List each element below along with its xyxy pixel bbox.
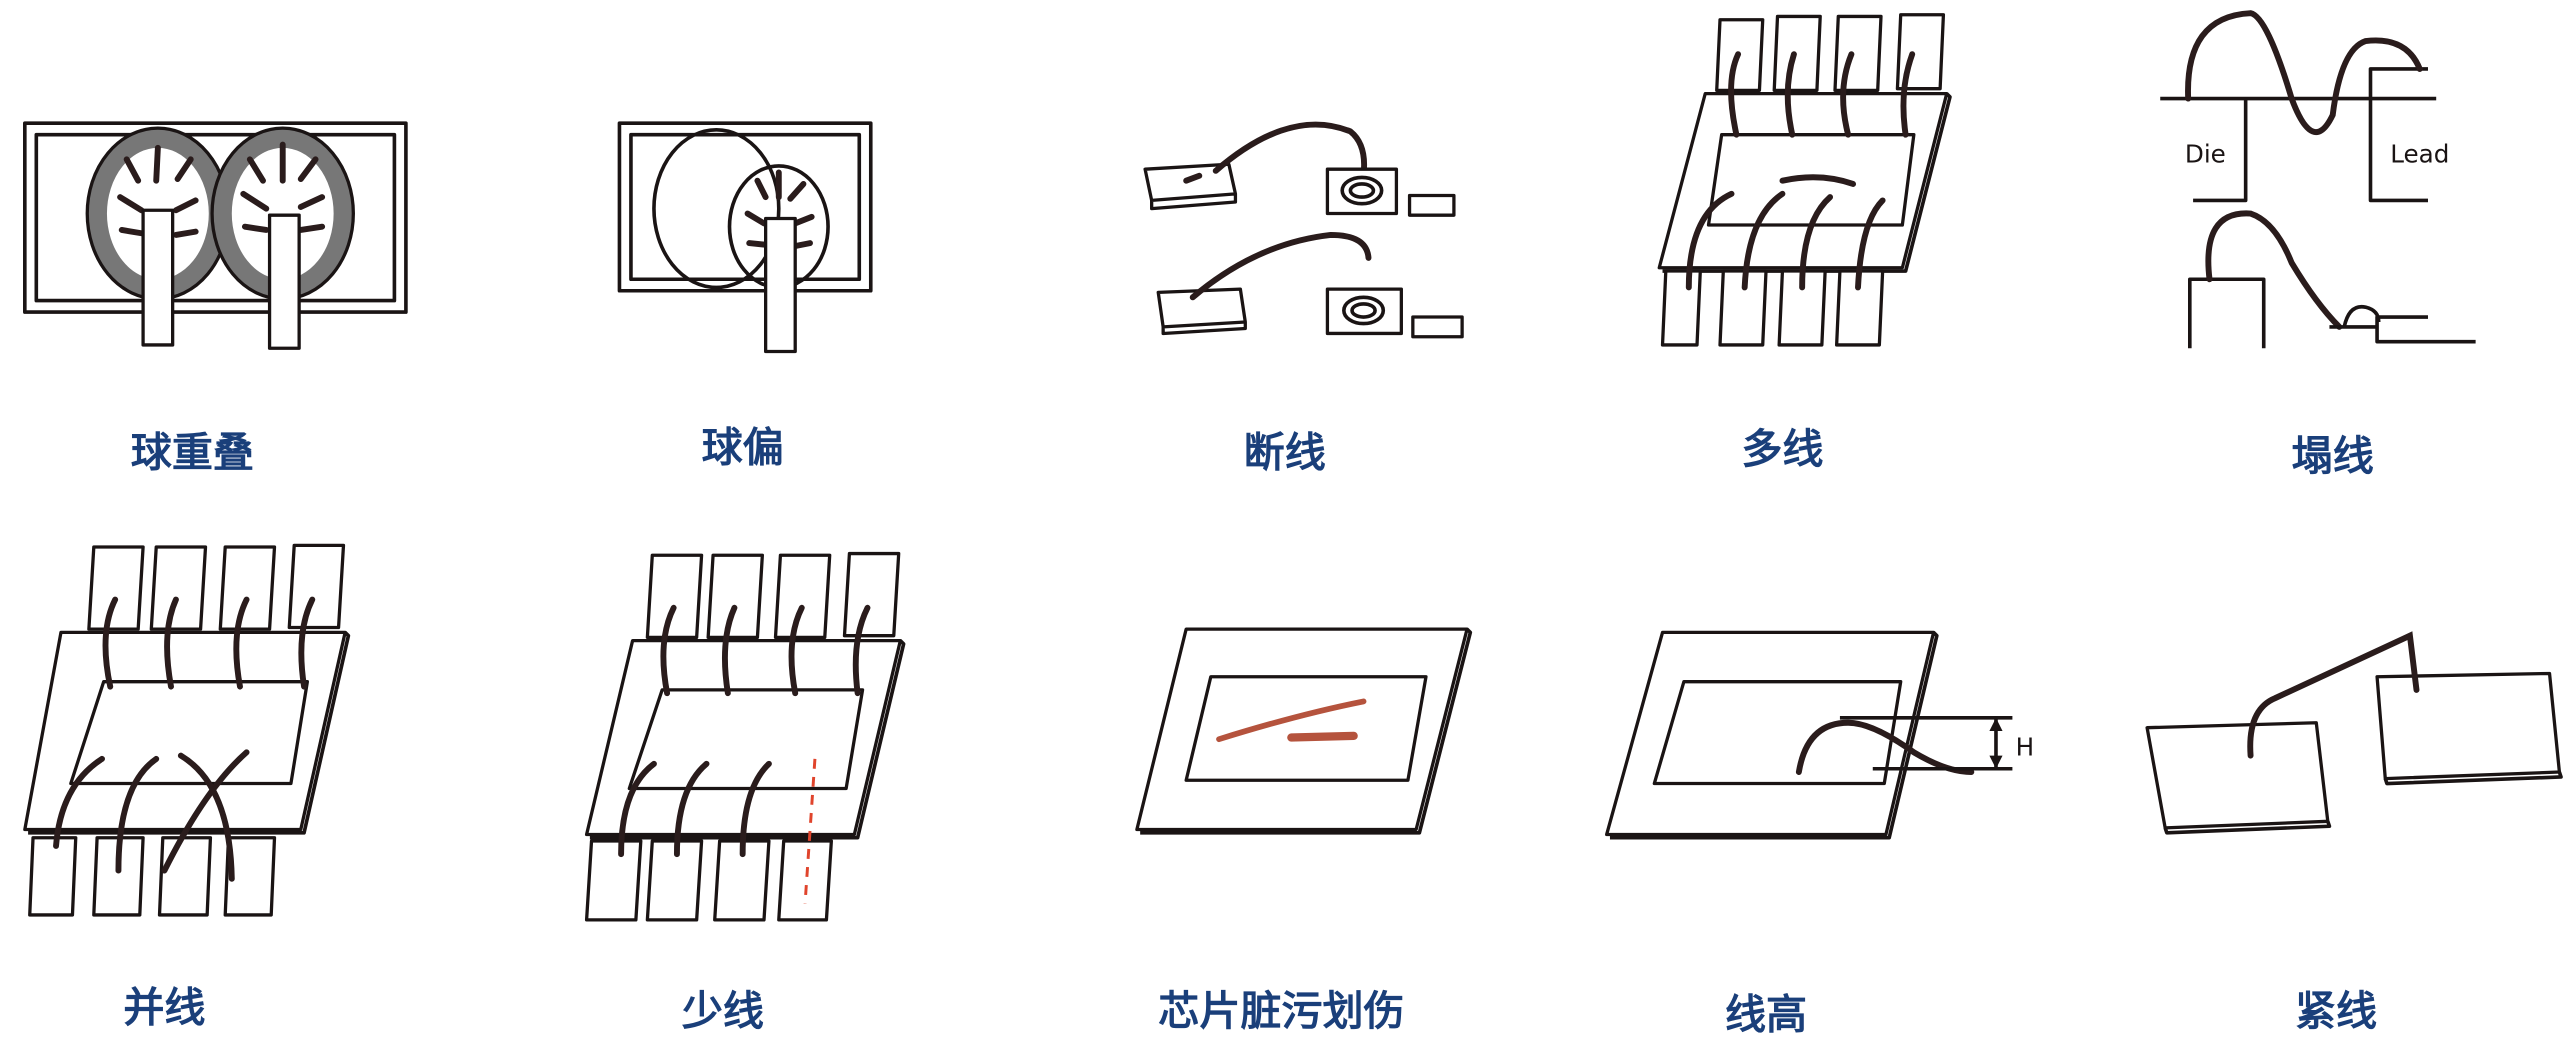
merged-crossing-wires	[161, 749, 250, 882]
top-leads	[645, 551, 901, 639]
panel-extra-wire: 多线	[1657, 13, 1952, 473]
substrate-edge	[1609, 631, 1939, 840]
wire-tab-right	[267, 213, 301, 350]
panel-wire-height: H 线高	[1605, 630, 2035, 1038]
die	[627, 688, 865, 791]
top-leads	[87, 543, 346, 631]
right-pad-edge	[2383, 771, 2563, 786]
left-pad	[2145, 721, 2330, 830]
lead-pad-bottom	[1325, 287, 1403, 336]
bond-wire	[1795, 719, 1975, 775]
die	[1184, 675, 1428, 782]
bond-pad-outer	[23, 121, 408, 314]
label-collapsed-wire: 塌线	[2292, 432, 2374, 480]
missing-wire-dashed	[803, 758, 817, 904]
top-leads	[1715, 13, 1946, 92]
right-pad	[2375, 671, 2562, 781]
bond-ball-top-inner	[1348, 182, 1376, 199]
panel-ball-offset: 球偏	[617, 121, 873, 472]
bond-ball-top	[1340, 175, 1384, 206]
panel-ball-overlap: 球重叠	[23, 121, 408, 477]
bond-ball-bottom	[1342, 295, 1386, 326]
left-pad-edge	[2163, 820, 2332, 835]
bond-pad-outer	[617, 121, 873, 293]
extra-wire	[1779, 174, 1857, 187]
label-ball-overlap: 球重叠	[131, 429, 254, 477]
label-chip-contamination-scratch: 芯片脏污划伤	[1158, 987, 1404, 1035]
label-wire-height: 线高	[1725, 990, 1807, 1038]
die-outline	[2193, 98, 2248, 203]
panel-chip-contamination: 芯片脏污划伤	[1135, 627, 1473, 1035]
substrate-edge	[28, 631, 351, 835]
die-block-bottom	[1156, 287, 1247, 336]
height-arrows	[1989, 717, 2003, 769]
ball-ticks	[744, 169, 815, 250]
wire-tab	[764, 216, 797, 354]
broken-wire-top-b	[1212, 121, 1368, 178]
panel-missing-wire: 少线	[584, 551, 906, 1035]
die	[69, 680, 309, 786]
bond-pad-inner	[34, 132, 397, 303]
label-merged-wire: 并线	[123, 984, 205, 1032]
die	[1652, 680, 1903, 786]
die-block-top	[1143, 162, 1238, 211]
label-ball-offset: 球偏	[702, 424, 784, 472]
expected-ball-position	[652, 127, 781, 290]
panel-collapsed-wire: Die Lead 塌线	[2160, 10, 2476, 480]
panel-broken-wire: 断线	[1143, 121, 1464, 477]
lead-tab-top	[1407, 193, 1456, 217]
collapsed-wire-loop	[2185, 10, 2423, 135]
lead-label: Lead	[2390, 140, 2449, 169]
height-label: H	[2016, 733, 2035, 762]
wire-tab-left	[141, 208, 175, 347]
collapsed-wire-low	[2205, 210, 2343, 330]
lead-block	[2329, 315, 2476, 344]
bottom-leads	[584, 839, 833, 922]
contamination-mark	[1287, 731, 1358, 742]
bond-ball-bottom-inner	[1350, 302, 1377, 319]
lead-pad-top	[1325, 167, 1399, 216]
bond-ball	[2342, 304, 2381, 328]
label-missing-wire: 少线	[682, 987, 764, 1035]
substrate-edge	[589, 639, 906, 840]
substrate-edge	[1140, 627, 1473, 835]
broken-wire-bottom	[1189, 231, 1372, 301]
bottom-leads	[1660, 269, 1885, 347]
bond-wires	[618, 604, 871, 858]
label-extra-wire: 多线	[1741, 425, 1823, 473]
die-block	[2187, 277, 2266, 349]
bond-wires	[1685, 51, 1916, 291]
bond-wires	[53, 596, 316, 874]
bottom-leads	[28, 836, 277, 917]
ball-ticks	[117, 141, 326, 238]
panel-tight-wire: 紧线	[2145, 631, 2563, 1035]
lead-tab-bottom	[1411, 315, 1464, 339]
tight-wire	[2247, 631, 2420, 759]
lead-outline	[2368, 67, 2428, 203]
label-broken-wire: 断线	[1244, 429, 1326, 477]
broken-wire-top-a	[1183, 172, 1203, 184]
label-tight-wire: 紧线	[2295, 987, 2377, 1035]
panel-merged-wire: 并线	[23, 543, 351, 1032]
die-label: Die	[2185, 140, 2226, 169]
scratch-mark	[1216, 698, 1367, 743]
